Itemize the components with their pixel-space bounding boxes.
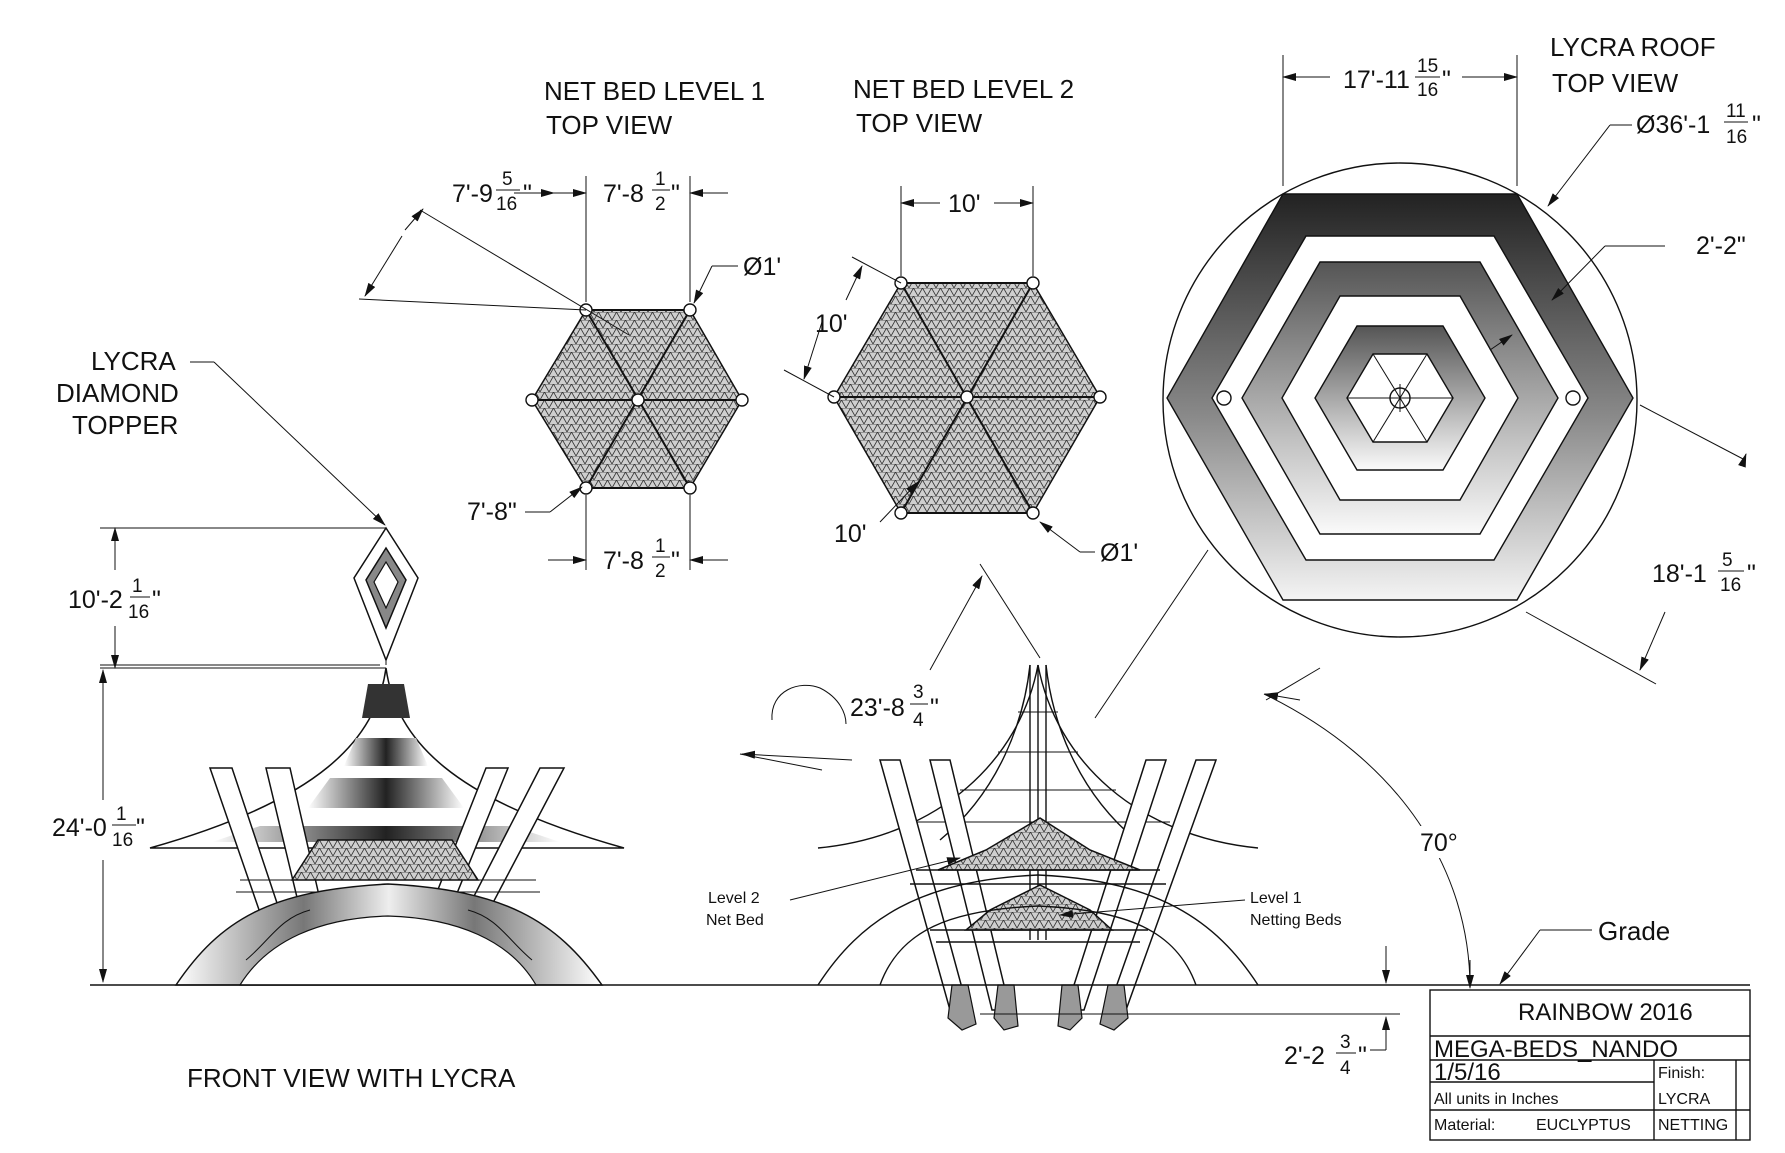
frame-feet bbox=[947, 984, 1129, 1031]
l1-bottom-dim-num: 1 bbox=[655, 536, 666, 557]
arc-length-whole: 23'-8 bbox=[850, 694, 905, 722]
l1-bottom-dim-whole: 7'-8 bbox=[603, 547, 644, 575]
tb-material-value: EUCLYPTUS bbox=[1536, 1117, 1631, 1134]
topper-height-unit: " bbox=[152, 586, 161, 614]
l1-diag-dim-unit: " bbox=[523, 180, 532, 208]
roof-ring-dim: 2'-2" bbox=[1696, 232, 1746, 260]
tb-material-label: Material: bbox=[1434, 1117, 1495, 1134]
lycra-roof-subtitle: TOP VIEW bbox=[1552, 68, 1679, 98]
tb-finish-label: Finish: bbox=[1658, 1065, 1705, 1082]
tb-date: 1/5/16 bbox=[1434, 1059, 1501, 1086]
l1-top-dim-whole: 7'-8 bbox=[603, 180, 644, 208]
roof-width-num: 15 bbox=[1417, 56, 1438, 77]
l1-diag-dim-den: 16 bbox=[496, 194, 517, 215]
roof-diameter-whole: Ø36'-1 bbox=[1636, 111, 1710, 139]
net-bed-level1-title: NET BED LEVEL 1 bbox=[544, 76, 765, 106]
l2-post-dia: Ø1' bbox=[1100, 539, 1138, 567]
frame-level1-bed bbox=[963, 884, 1114, 931]
l2-top-dim: 10' bbox=[948, 190, 981, 218]
tb-drawing-name: MEGA-BEDS_NANDO bbox=[1434, 1036, 1678, 1063]
total-height-unit: " bbox=[136, 814, 145, 842]
l1-diag-dim-whole: 7'-9 bbox=[452, 180, 493, 208]
roof-post-right bbox=[1565, 390, 1581, 406]
l1-diag-dim-num: 5 bbox=[502, 169, 513, 190]
roof-center-mark bbox=[1389, 387, 1411, 409]
front-bowl bbox=[174, 883, 604, 986]
net-bed-level2-title: NET BED LEVEL 2 bbox=[853, 74, 1074, 104]
net-bed-level2-subtitle: TOP VIEW bbox=[856, 108, 983, 138]
level1-label-2: Netting Beds bbox=[1250, 912, 1342, 929]
l2-bottom-dim: 10' bbox=[834, 520, 867, 548]
roof-width-unit: " bbox=[1442, 66, 1451, 94]
l1-post-dia: Ø1' bbox=[743, 253, 781, 281]
embed-whole: 2'-2 bbox=[1284, 1042, 1325, 1070]
grade-label: Grade bbox=[1598, 916, 1670, 946]
lycra-roof-view: LYCRA ROOF TOP VIEW 17'-11 15 16 " Ø36'-… bbox=[1094, 32, 1761, 719]
roof-circle bbox=[1162, 162, 1638, 638]
total-height-den: 16 bbox=[112, 830, 133, 851]
l1-bottom-dim-unit: " bbox=[671, 547, 680, 575]
roof-diameter-num: 11 bbox=[1726, 101, 1746, 122]
total-height-whole: 24'-0 bbox=[52, 814, 107, 842]
l2-side-dim: 10' bbox=[815, 310, 848, 338]
topper-height-den: 16 bbox=[128, 602, 149, 623]
tb-project: RAINBOW 2016 bbox=[1518, 999, 1693, 1026]
topper-label-2: DIAMOND bbox=[56, 378, 179, 408]
level1-posts bbox=[525, 303, 749, 495]
roof-diameter-unit: " bbox=[1752, 111, 1761, 139]
embed-num: 3 bbox=[1340, 1032, 1351, 1053]
roof-width-whole: 17'-11 bbox=[1343, 66, 1410, 94]
title-block: RAINBOW 2016 MEGA-BEDS_NANDO 1/5/16 All … bbox=[1429, 989, 1751, 1141]
arc-length-unit: " bbox=[930, 694, 939, 722]
topper-label-3: TOPPER bbox=[72, 410, 178, 440]
roof-diameter-den: 16 bbox=[1726, 127, 1747, 148]
level1-label-1: Level 1 bbox=[1250, 890, 1302, 907]
l1-top-dim-den: 2 bbox=[655, 194, 666, 215]
tb-units: All units in Inches bbox=[1434, 1091, 1559, 1108]
topper-height-num: 1 bbox=[132, 576, 143, 597]
front-lycra-sail bbox=[149, 667, 625, 849]
roof-radius-num: 5 bbox=[1722, 550, 1733, 571]
level2-label-1: Level 2 bbox=[708, 890, 760, 907]
roof-radius-den: 16 bbox=[1720, 575, 1741, 596]
front-view-frame: Level 2 Net Bed Level 1 Netting Beds 23'… bbox=[706, 563, 1670, 1079]
topper-label-1: LYCRA bbox=[91, 346, 176, 376]
lycra-diamond-topper bbox=[353, 526, 419, 665]
embed-unit: " bbox=[1358, 1042, 1367, 1070]
embed-den: 4 bbox=[1340, 1058, 1351, 1079]
l1-side-dim: 7'-8" bbox=[467, 498, 517, 526]
total-height-num: 1 bbox=[116, 804, 127, 825]
l1-top-dim-unit: " bbox=[671, 180, 680, 208]
l1-top-dim-num: 1 bbox=[655, 169, 666, 190]
angle-arc bbox=[1263, 693, 1471, 989]
tb-finish-2: NETTING bbox=[1658, 1117, 1728, 1134]
roof-post-left bbox=[1216, 390, 1232, 406]
angle-value: 70° bbox=[1420, 829, 1458, 857]
front-level2-bed bbox=[290, 839, 480, 881]
level2-label-2: Net Bed bbox=[706, 912, 764, 929]
frame-bowl-lines bbox=[817, 869, 1259, 986]
roof-radius-whole: 18'-1 bbox=[1652, 560, 1707, 588]
arc-dim-arc bbox=[771, 684, 847, 725]
roof-radius-unit: " bbox=[1747, 560, 1756, 588]
l1-bottom-dim-den: 2 bbox=[655, 561, 666, 582]
front-view-lycra: FRONT VIEW WITH LYCRA LYCRA DIAMOND TOPP… bbox=[52, 346, 625, 1093]
lycra-roof-title: LYCRA ROOF bbox=[1550, 32, 1716, 62]
arc-length-num: 3 bbox=[913, 682, 924, 703]
front-view-title: FRONT VIEW WITH LYCRA bbox=[187, 1063, 516, 1093]
arc-length-den: 4 bbox=[913, 710, 924, 731]
tb-finish-1: LYCRA bbox=[1658, 1091, 1710, 1108]
roof-width-den: 16 bbox=[1417, 80, 1438, 101]
net-bed-level1-view: NET BED LEVEL 1 TOP VIEW 7'-8 1 2 " 7'-8… bbox=[358, 76, 781, 582]
net-bed-level2-view: NET BED LEVEL 2 TOP VIEW 10' 10' 10' bbox=[783, 74, 1138, 567]
frame-arms bbox=[879, 759, 1218, 1011]
topper-height-whole: 10'-2 bbox=[68, 586, 123, 614]
net-bed-level1-subtitle: TOP VIEW bbox=[546, 110, 673, 140]
